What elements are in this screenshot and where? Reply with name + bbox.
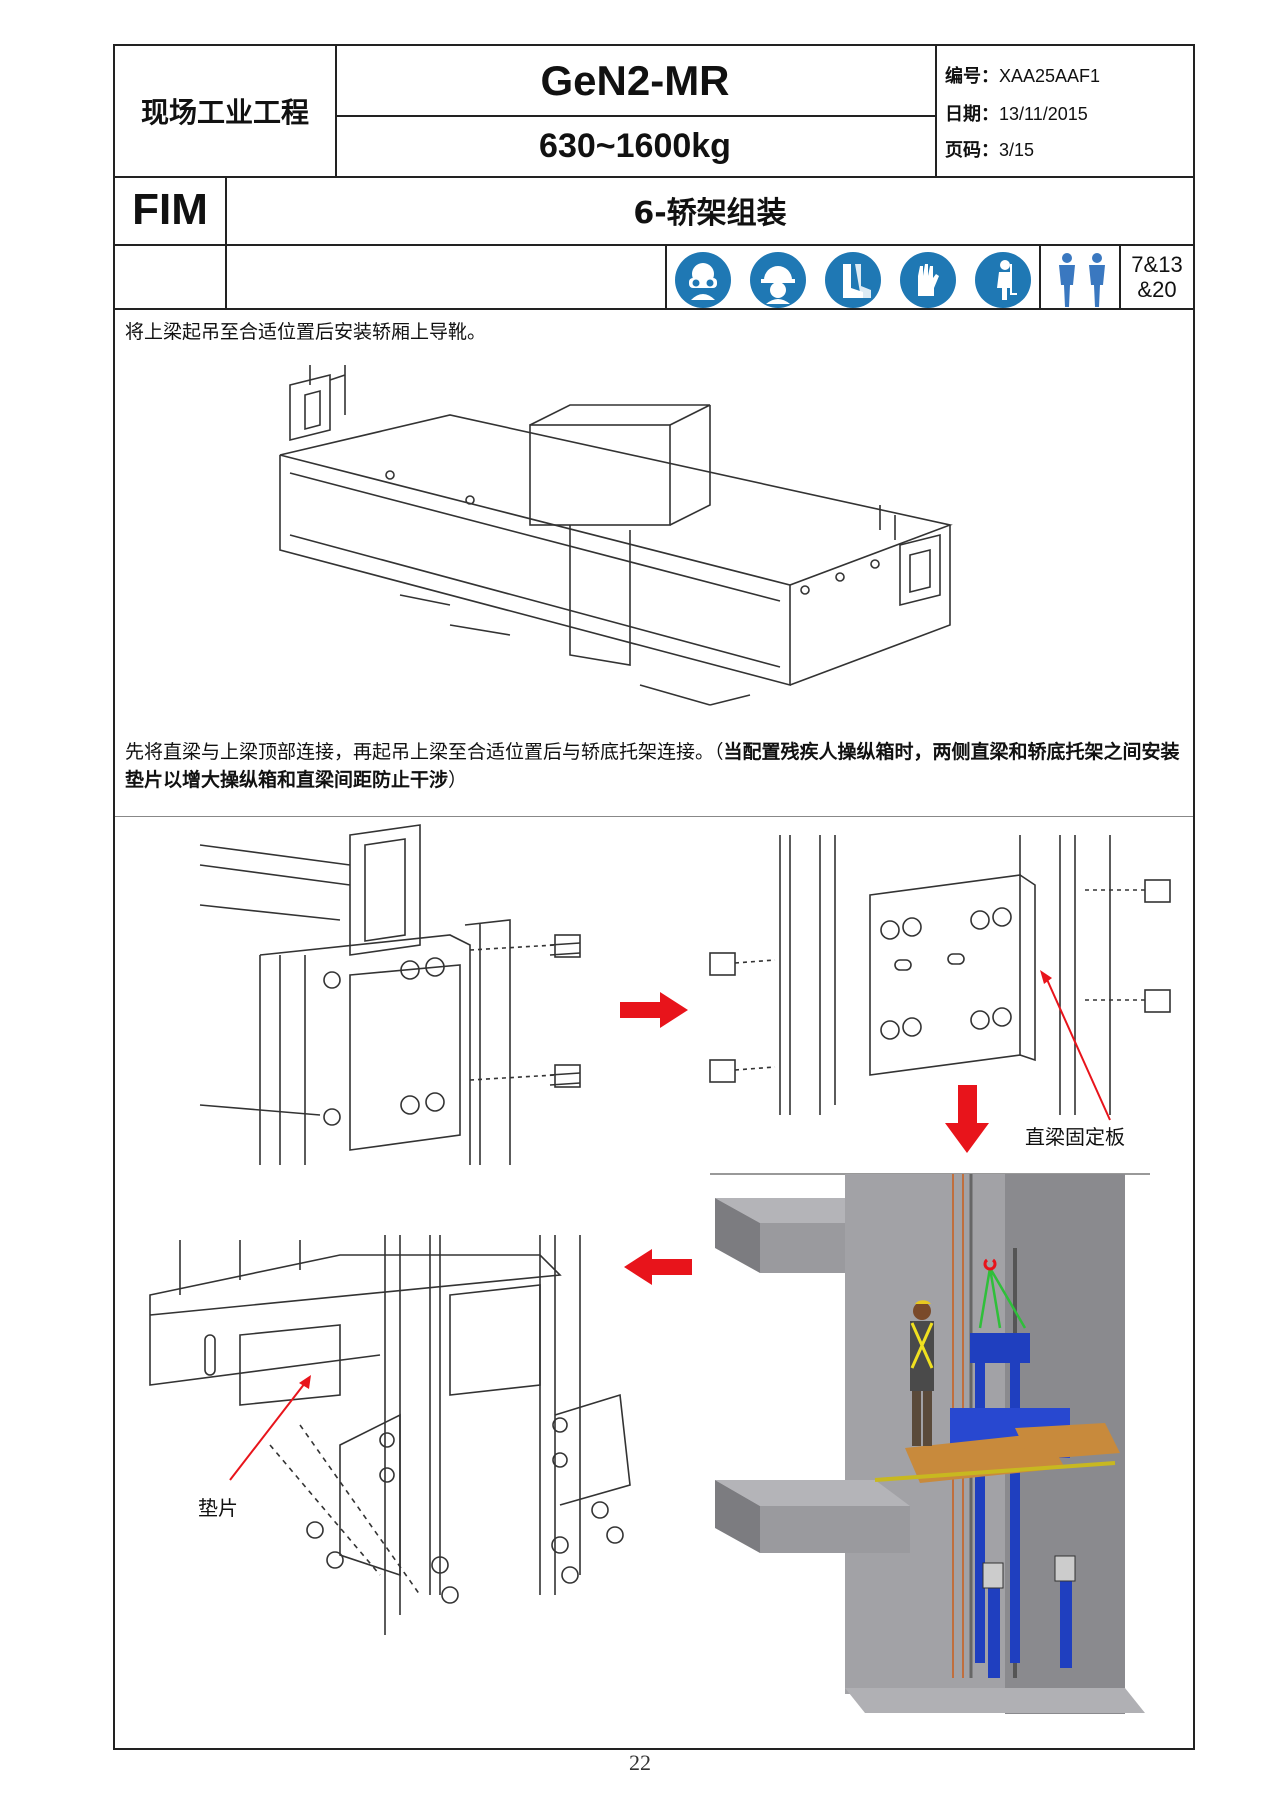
fim-tag: FIM	[132, 185, 208, 234]
arrow-right-icon	[620, 992, 688, 1028]
harness-icon	[975, 252, 1031, 308]
ppe-row: 7&13&20	[115, 244, 1193, 310]
step1-text: 将上梁起吊至合适位置后安装轿厢上导靴。	[125, 321, 487, 343]
crosshead-assembly-figure	[279, 365, 953, 706]
two-persons-icon	[1047, 250, 1117, 310]
doc-code: 编号：XAA25AAF1	[945, 66, 1101, 87]
page-number: 22	[629, 1750, 651, 1775]
gloves-icon	[900, 252, 956, 308]
step2-text: 先将直梁与上梁顶部连接，再起吊上梁至合适位置后与轿底托架连接。（当配置残疾人操纵…	[125, 741, 1180, 791]
model-title: GeN2-MR	[540, 57, 730, 104]
hard-hat-icon	[750, 252, 806, 308]
upright-plate-figure	[709, 835, 1171, 1115]
pointer-upright-plate	[1040, 970, 1111, 1121]
arrow-down-icon	[945, 1085, 989, 1153]
doc-date: 日期：13/11/2015	[945, 104, 1088, 125]
label-upright-plate: 直梁固定板	[1025, 1125, 1125, 1149]
hoistway-scene-figure	[710, 1173, 1150, 1714]
arrow-left-icon	[624, 1249, 692, 1285]
eye-protection-icon	[675, 252, 731, 308]
company-name: 现场工业工程	[140, 96, 309, 129]
load-range: 630~1600kg	[539, 126, 731, 165]
label-shim: 垫片	[198, 1496, 238, 1520]
doc-page: 页码：3/15	[945, 140, 1035, 161]
page-frame: 现场工业工程 GeN2-MR 630~1600kg 编号：XAA25AAF1 日…	[113, 44, 1195, 1750]
pointer-shim	[229, 1375, 311, 1481]
safety-boots-icon	[825, 252, 881, 308]
reference-codes: 7&13&20	[1131, 251, 1183, 302]
upright-crosshead-figure	[199, 824, 581, 1165]
section-title: 6-轿架组装	[633, 196, 787, 231]
shim-installation-figure	[149, 1235, 631, 1635]
